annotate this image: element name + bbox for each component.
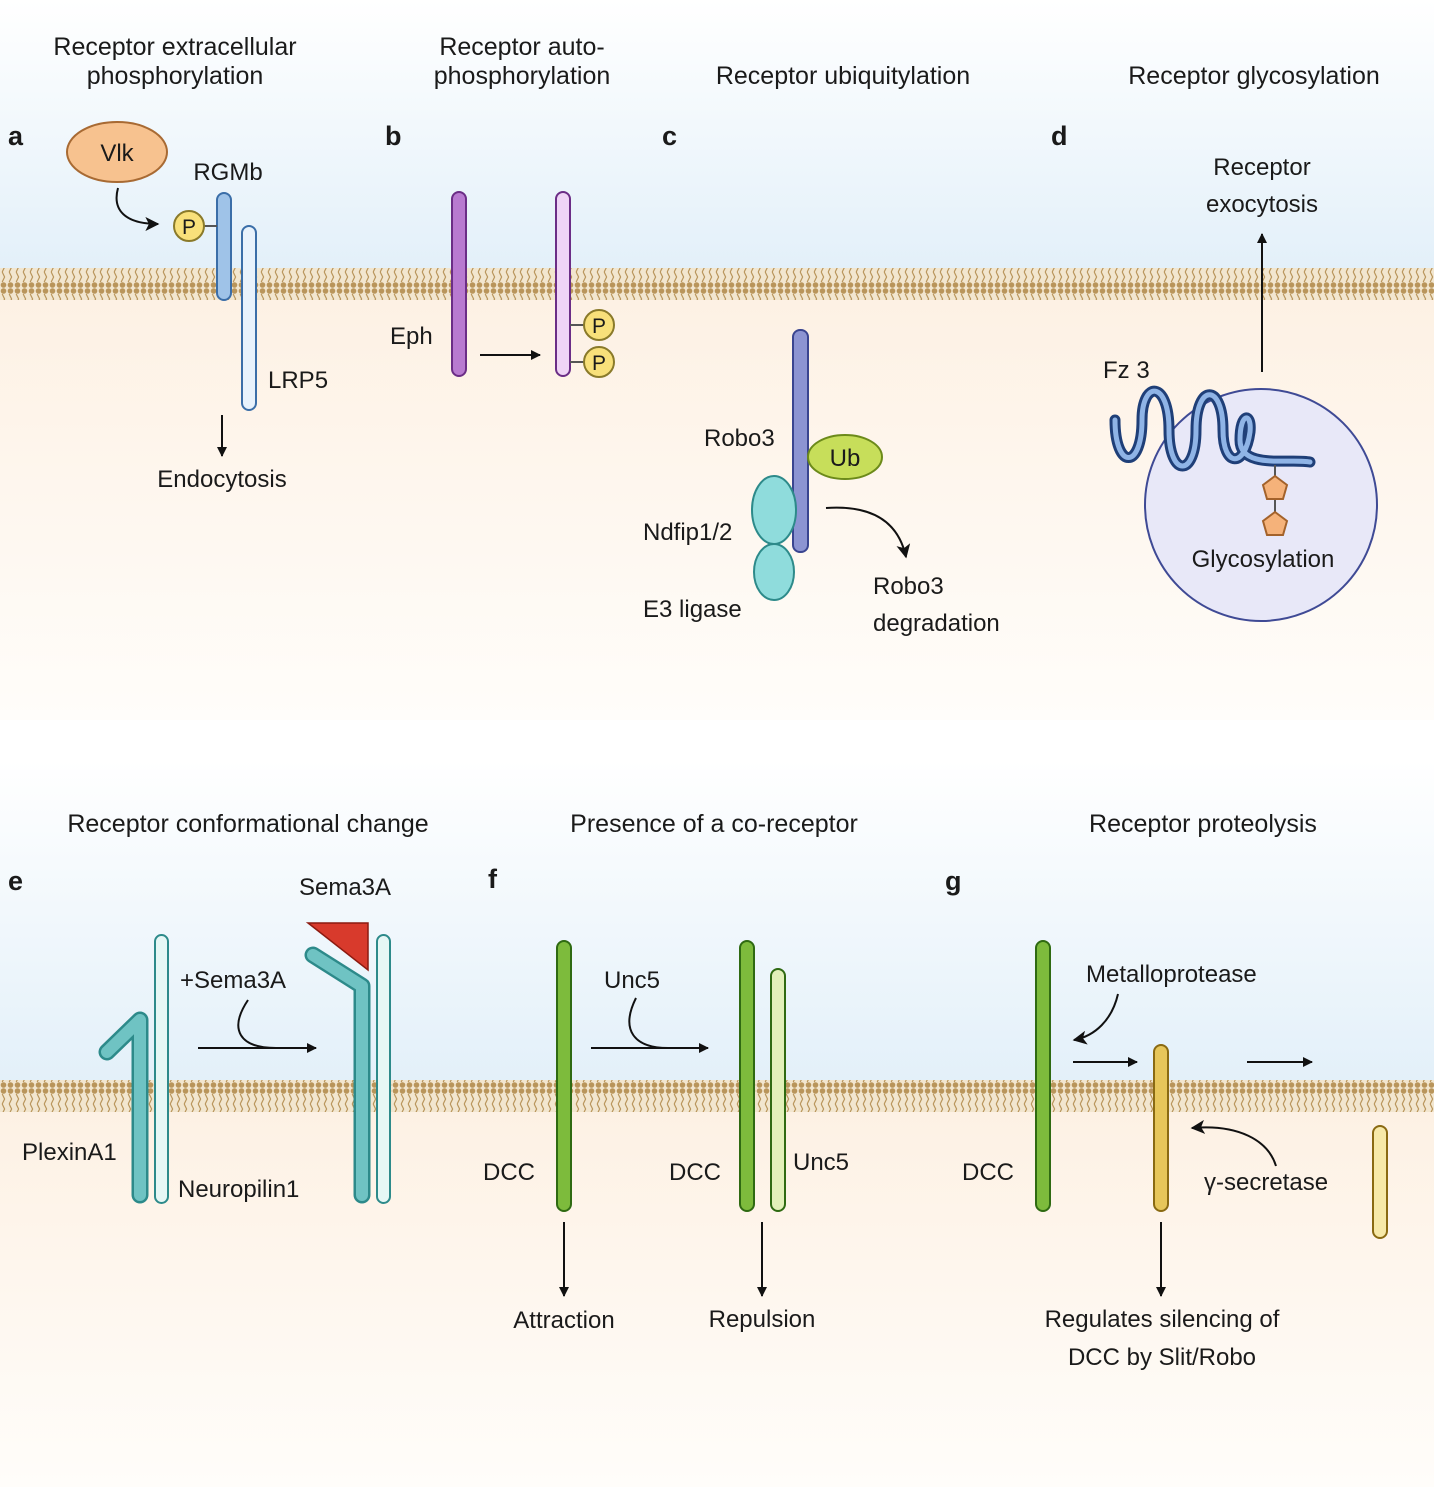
panel-a-letter: a	[8, 121, 24, 151]
dcc-membrane-fragment	[1153, 1044, 1169, 1212]
glycan-sugar	[1261, 474, 1289, 500]
eph-label: Eph	[390, 323, 433, 350]
endocytosis-label: Endocytosis	[157, 466, 286, 493]
plexina1-label: PlexinA1	[22, 1139, 117, 1166]
panel-a-title-line2: phosphorylation	[87, 62, 264, 90]
phosphate-group	[583, 309, 615, 341]
repulsion-label: Repulsion	[709, 1306, 816, 1333]
sema3a-label: Sema3A	[299, 874, 391, 901]
eph-receptor-phosphorylated	[555, 191, 571, 377]
panel-g: Receptor proteolysis g DCC Metalloprotea…	[945, 810, 1388, 1371]
lrp5-receptor	[241, 225, 257, 411]
panel-d-title: Receptor glycosylation	[1128, 62, 1380, 90]
dcc-label-right: DCC	[669, 1159, 721, 1186]
e3-ligase-label: E3 ligase	[643, 596, 742, 623]
phosphate-label: P	[592, 352, 606, 375]
exocytosis-label-line1: Receptor	[1213, 154, 1310, 181]
vlk-kinase	[66, 121, 168, 183]
exocytosis-label-line2: exocytosis	[1206, 191, 1318, 218]
neuropilin1-label: Neuropilin1	[178, 1176, 299, 1203]
robo3-receptor	[792, 329, 809, 553]
dcc-receptor	[556, 940, 572, 1212]
ubiquitin	[807, 434, 883, 480]
rgmb-receptor	[216, 192, 232, 301]
metalloprotease-arrow	[1072, 993, 1119, 1045]
dcc-intracellular-fragment	[1372, 1125, 1388, 1239]
neuropilin1-bound	[376, 934, 391, 1204]
phosphate-label: P	[182, 216, 196, 239]
panel-g-letter: g	[945, 866, 962, 896]
dcc-full-length	[1035, 940, 1051, 1212]
phosphate-group	[173, 210, 205, 242]
panel-d: Receptor glycosylation d Receptor exocyt…	[1051, 62, 1380, 622]
panel-b: Receptor auto- phosphorylation b Eph P P	[385, 33, 615, 378]
top-membrane	[0, 268, 1434, 300]
vlk-label: Vlk	[100, 140, 134, 167]
panel-b-letter: b	[385, 121, 402, 151]
panel-a: Receptor extracellular phosphorylation a…	[8, 33, 328, 493]
sema3a-ligand	[305, 922, 369, 972]
unc5-arrow-label: Unc5	[604, 967, 660, 994]
silencing-label-line1: Regulates silencing of	[1045, 1306, 1280, 1333]
panel-a-title-line1: Receptor extracellular	[53, 33, 296, 61]
panel-f-letter: f	[488, 864, 498, 894]
plexina1-open-conformation	[307, 949, 368, 1201]
metalloprotease-label: Metalloprotease	[1086, 961, 1257, 988]
gamma-secretase-label: γ-secretase	[1204, 1169, 1328, 1196]
fz3-label: Fz 3	[1103, 357, 1150, 384]
dcc-label: DCC	[962, 1159, 1014, 1186]
degradation-arrow	[825, 506, 911, 559]
lrp5-label: LRP5	[268, 367, 328, 394]
panel-e-letter: e	[8, 866, 23, 896]
top-extracellular-space	[0, 0, 1434, 268]
bottom-membrane	[0, 1080, 1434, 1112]
bottom-cytoplasm	[0, 1112, 1434, 1487]
eph-receptor-monomer	[451, 191, 467, 377]
panel-c-title: Receptor ubiquitylation	[716, 62, 970, 90]
panel-e: Receptor conformational change e PlexinA…	[8, 810, 429, 1204]
glycan-sugar	[1261, 510, 1289, 536]
panel-c-letter: c	[662, 121, 677, 151]
e3-ligase	[753, 543, 795, 601]
glycosylation-label: Glycosylation	[1192, 546, 1335, 573]
plexina1-receptor	[101, 1014, 146, 1201]
panel-b-title-line1: Receptor auto-	[439, 33, 604, 61]
panel-f: Presence of a co-receptor f DCC Unc5 DCC…	[483, 810, 858, 1334]
panel-c: Receptor ubiquitylation c Robo3 Ub Ndfip…	[643, 62, 1000, 637]
neuropilin1-receptor	[154, 934, 169, 1204]
vlk-phosphorylation-arrow	[115, 187, 160, 231]
bottom-extracellular-space	[0, 760, 1434, 1080]
fz3-receptor	[1112, 388, 1313, 469]
panel-f-title: Presence of a co-receptor	[570, 810, 858, 838]
robo3-degradation-label-line1: Robo3	[873, 573, 944, 600]
robo3-degradation-label-line2: degradation	[873, 610, 1000, 637]
attraction-label: Attraction	[513, 1307, 614, 1334]
panel-e-title: Receptor conformational change	[67, 810, 428, 838]
ndfip-label: Ndfip1/2	[643, 519, 732, 546]
ubiquitin-label: Ub	[830, 445, 861, 472]
vesicle	[1144, 388, 1378, 622]
rgmb-label: RGMb	[193, 159, 262, 186]
unc5-receptor	[770, 968, 786, 1212]
dcc-receptor-with-unc5	[739, 940, 755, 1212]
panel-g-title: Receptor proteolysis	[1089, 810, 1317, 838]
silencing-label-line2: DCC by Slit/Robo	[1068, 1344, 1256, 1371]
phosphate-group	[583, 346, 615, 378]
robo3-label: Robo3	[704, 425, 775, 452]
dcc-label-left: DCC	[483, 1159, 535, 1186]
gamma-secretase-arrow	[1190, 1119, 1277, 1167]
phosphate-label: P	[592, 315, 606, 338]
panel-d-letter: d	[1051, 121, 1068, 151]
panel-b-title-line2: phosphorylation	[434, 62, 611, 90]
ndfip-protein	[751, 475, 797, 545]
unc5-label: Unc5	[793, 1149, 849, 1176]
add-sema3a-label: +Sema3A	[180, 967, 286, 994]
